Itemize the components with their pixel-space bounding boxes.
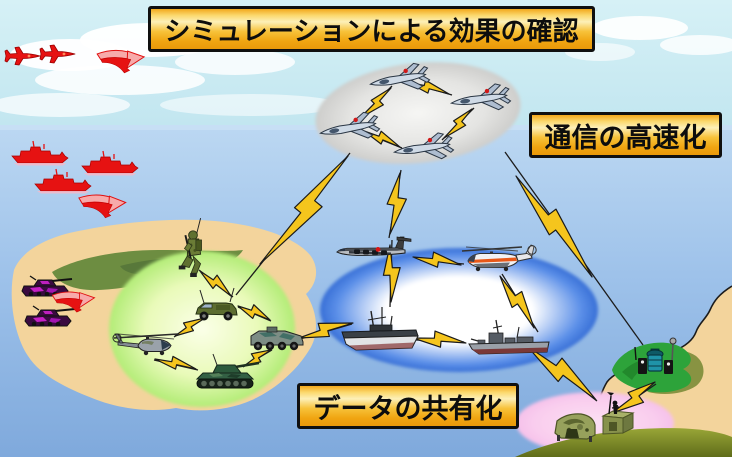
shelter-box-icon: [602, 410, 634, 435]
ground-network-zone: [109, 251, 295, 407]
sea-network-zone: [320, 248, 598, 372]
data-sharing-label: データの共有化: [297, 383, 519, 429]
banner-simulation-label: シミュレーションによる効果の確認: [148, 6, 595, 52]
bottom-hill: [515, 428, 732, 457]
comm-speed-label: 通信の高速化: [529, 112, 722, 158]
camo-shelter-icon: [554, 413, 596, 443]
air-network-zone: [315, 62, 521, 164]
